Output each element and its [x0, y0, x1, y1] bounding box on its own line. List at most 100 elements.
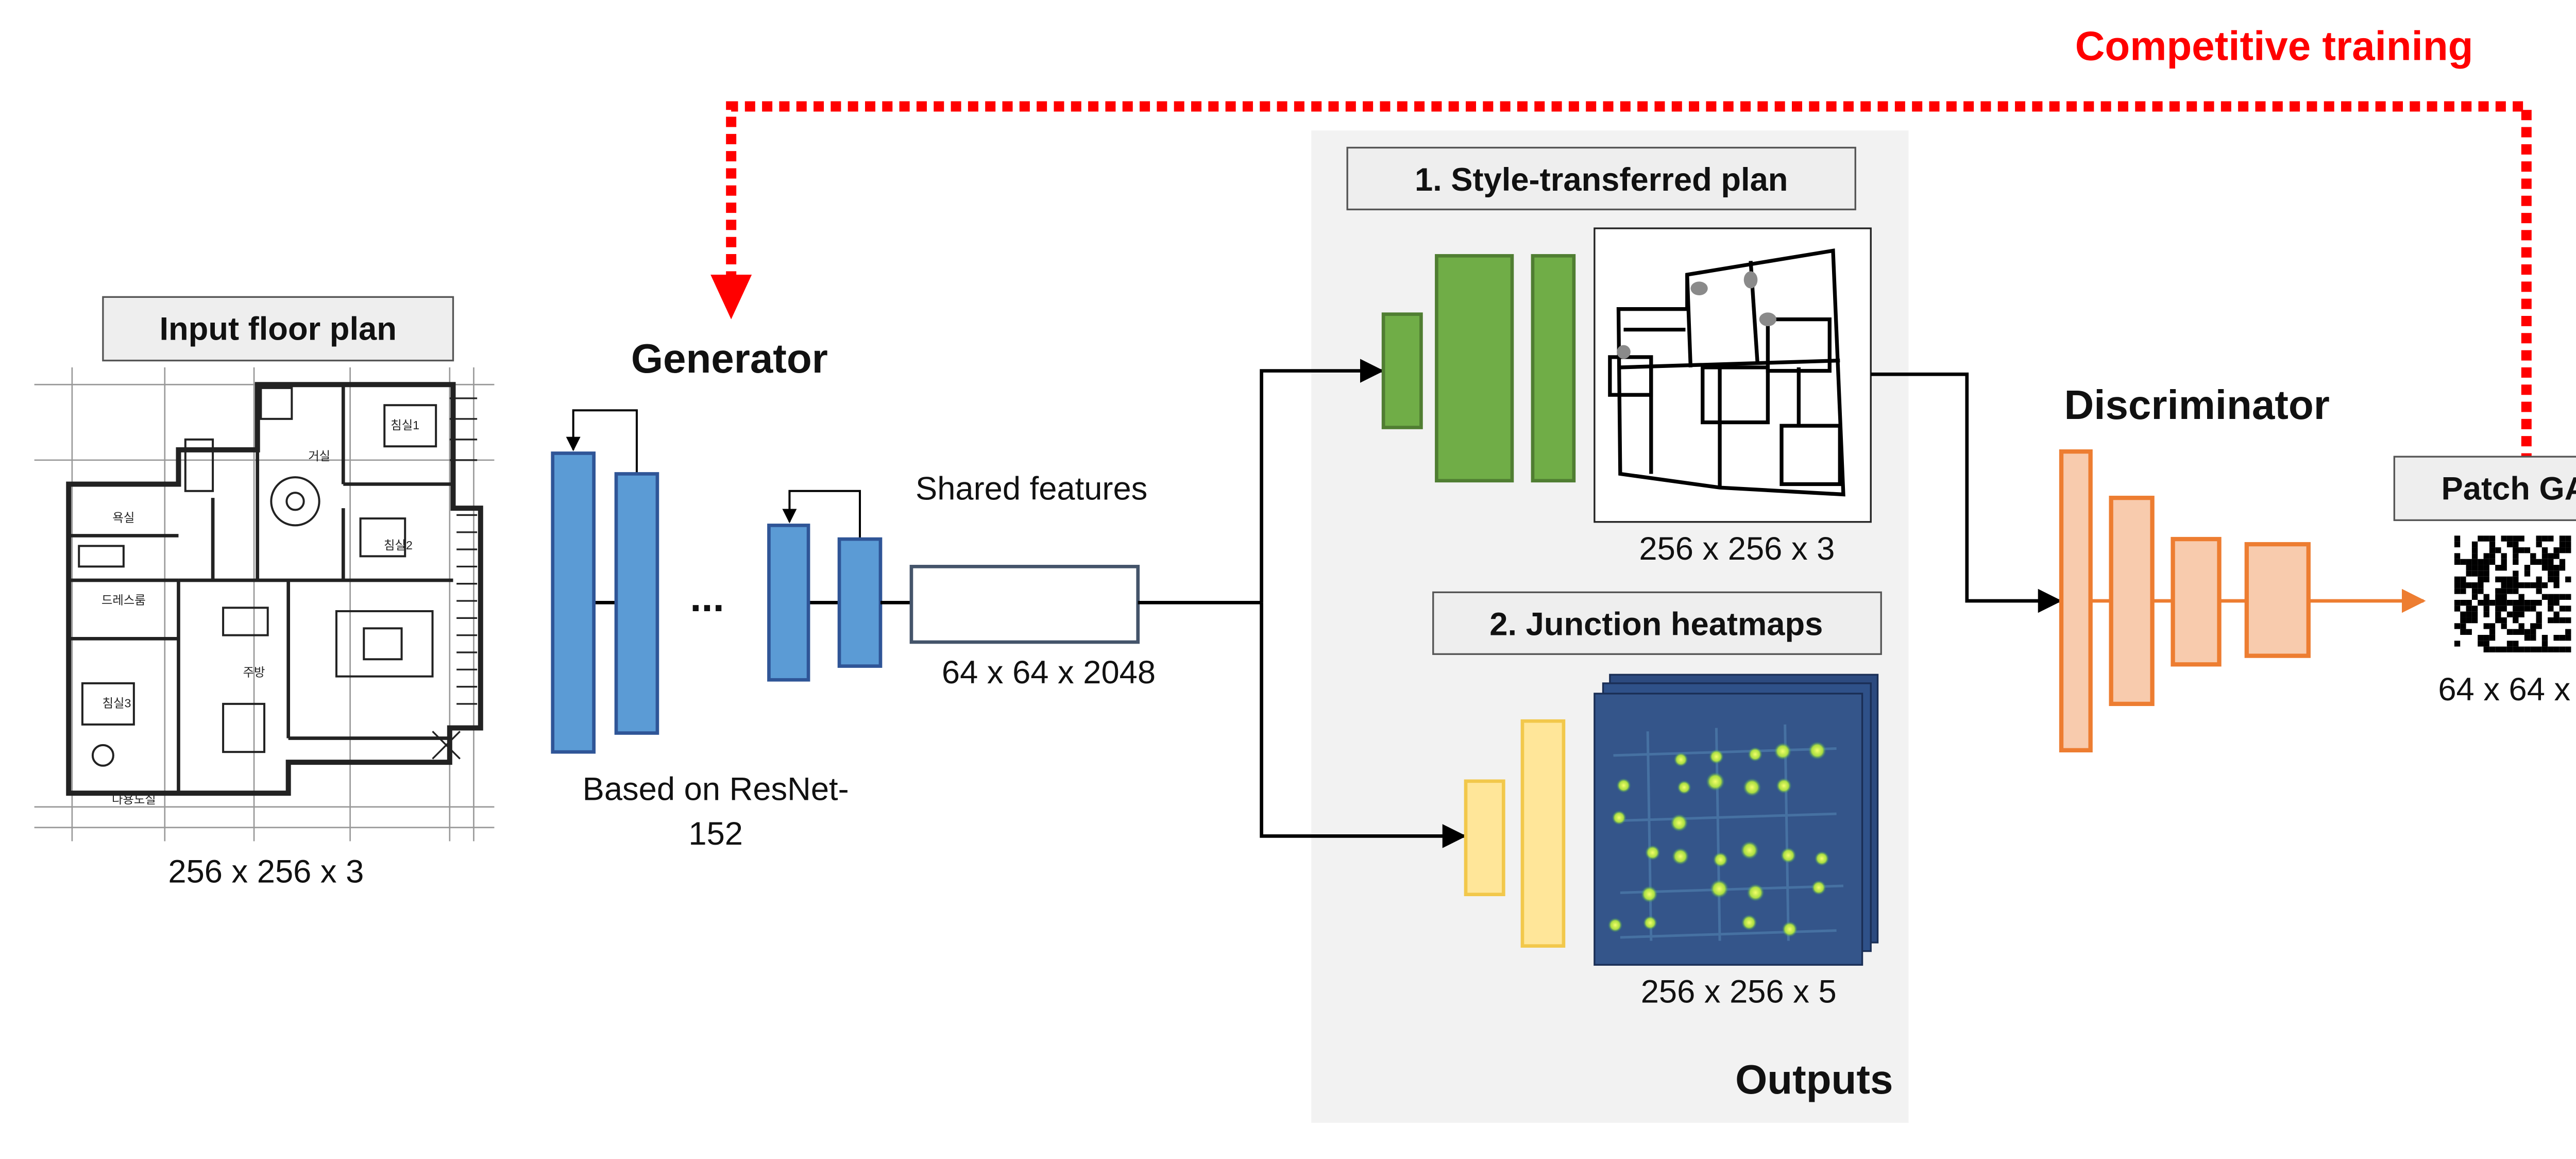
- patch-cell-25: [2518, 547, 2524, 553]
- patch-cell-78: [2495, 576, 2501, 583]
- patch-cell-189: [2524, 634, 2531, 641]
- patch-cell-111: [2495, 594, 2501, 600]
- patch-cell-113: [2518, 594, 2524, 600]
- branch-connectors: [1138, 359, 1467, 848]
- patchgan-title-box: [2393, 456, 2576, 522]
- patch-cell-168: [2565, 617, 2571, 624]
- patch-cell-32: [2471, 553, 2478, 559]
- patch-cell-61: [2524, 565, 2531, 571]
- patch-cell-94: [2518, 582, 2524, 589]
- heatmap-spot-7: [1706, 772, 1725, 791]
- patch-cell-183: [2524, 629, 2531, 635]
- generator-layer-3: [767, 524, 810, 682]
- patch-cell-92: [2506, 582, 2513, 589]
- heatmap-spot-21: [1811, 880, 1826, 895]
- generator-backbone-line1: Based on ResNet-: [583, 771, 849, 807]
- generator-backbone-line2: 152: [688, 816, 743, 852]
- patch-cell-36: [2513, 553, 2519, 559]
- residual-skip-1: [566, 409, 638, 474]
- patch-cell-21: [2471, 547, 2478, 553]
- input-floor-plan: Input floor plan: [34, 296, 495, 889]
- patch-cell-133: [2548, 599, 2554, 606]
- patch-cell-202: [2489, 646, 2496, 652]
- patch-cell-68: [2478, 570, 2484, 577]
- patch-cell-26: [2524, 547, 2531, 553]
- patch-cell-146: [2559, 606, 2566, 612]
- patch-cell-119: [2454, 599, 2461, 606]
- input-title-box: [102, 296, 454, 362]
- patch-cell-114: [2541, 594, 2548, 600]
- outputs-title: Outputs: [1735, 1056, 1893, 1102]
- patch-cell-145: [2548, 606, 2554, 612]
- generator-layer-2: [614, 472, 659, 735]
- patch-cell-40: [2553, 553, 2560, 559]
- generator-layer-1: [551, 451, 596, 754]
- patch-cell-73: [2553, 570, 2560, 577]
- discriminator-layer-2: [2109, 495, 2155, 707]
- patch-cell-20: [2565, 541, 2571, 548]
- heatmap-spot-18: [1640, 885, 1658, 903]
- patch-cell-213: [2553, 646, 2560, 652]
- patch-cell-47: [2489, 559, 2496, 565]
- patch-cell-28: [2553, 547, 2560, 553]
- patch-cell-165: [2548, 617, 2554, 624]
- patch-cell-96: [2530, 582, 2536, 589]
- patch-cell-214: [2559, 646, 2566, 652]
- patch-cell-41: [2454, 559, 2461, 565]
- patch-cell-142: [2518, 606, 2524, 612]
- input-dims: 256 x 256 x 3: [168, 853, 364, 889]
- patch-cell-150: [2471, 611, 2478, 617]
- patch-cell-81: [2513, 576, 2519, 583]
- patch-cell-31: [2454, 553, 2461, 559]
- patch-cell-112: [2501, 594, 2507, 600]
- patch-cell-74: [2454, 576, 2461, 583]
- patch-cell-117: [2559, 594, 2566, 600]
- heatmap-spot-1: [1708, 749, 1724, 764]
- patch-cell-162: [2501, 617, 2507, 624]
- patch-cell-151: [2483, 611, 2489, 617]
- patch-cell-67: [2471, 570, 2478, 577]
- heatmap-spot-11: [1670, 814, 1688, 832]
- patch-cell-6: [2513, 535, 2519, 542]
- patch-cell-84: [2553, 576, 2560, 583]
- heatmap-spot-19: [1709, 879, 1729, 898]
- patch-cell-23: [2495, 547, 2501, 553]
- discriminator-layer-4: [2244, 542, 2311, 658]
- patch-cell-208: [2524, 646, 2531, 652]
- generator-ellipsis: ...: [690, 574, 724, 620]
- patch-cell-163: [2513, 617, 2519, 624]
- patch-cell-29: [2559, 547, 2566, 553]
- heatmap-title-box: [1432, 591, 1882, 655]
- patch-cell-172: [2489, 623, 2496, 629]
- heatmap-decoder-layer-1: [1464, 779, 1505, 896]
- patch-cell-180: [2506, 629, 2513, 635]
- patch-cell-17: [2513, 541, 2519, 548]
- patch-cell-55: [2466, 565, 2472, 571]
- patch-cell-201: [2483, 646, 2489, 652]
- patch-cell-103: [2478, 588, 2484, 594]
- patch-cell-88: [2466, 582, 2472, 589]
- patch-cell-58: [2483, 565, 2489, 571]
- patch-cell-16: [2506, 541, 2513, 548]
- heatmap-spot-4: [1808, 741, 1826, 760]
- patch-cell-100: [2454, 588, 2461, 594]
- heatmap-spot-10: [1612, 810, 1626, 825]
- patch-cell-5: [2506, 535, 2513, 542]
- patch-cell-212: [2548, 646, 2554, 652]
- patch-cell-193: [2559, 634, 2566, 641]
- patch-cell-204: [2501, 646, 2507, 652]
- patch-cell-192: [2553, 634, 2560, 641]
- patch-cell-60: [2501, 565, 2507, 571]
- patch-cell-34: [2489, 553, 2496, 559]
- heatmap-spot-9: [1776, 778, 1792, 794]
- patch-cell-98: [2541, 582, 2548, 589]
- patch-cell-24: [2513, 547, 2519, 553]
- patch-cell-185: [2565, 629, 2571, 635]
- patch-cell-109: [2471, 594, 2478, 600]
- patchgan-dims: 64 x 64 x 1: [2438, 671, 2576, 708]
- patch-cell-69: [2483, 570, 2489, 577]
- patch-cell-155: [2518, 611, 2524, 617]
- patch-cell-159: [2466, 617, 2472, 624]
- patch-cell-147: [2565, 606, 2571, 612]
- patch-cell-188: [2489, 634, 2496, 641]
